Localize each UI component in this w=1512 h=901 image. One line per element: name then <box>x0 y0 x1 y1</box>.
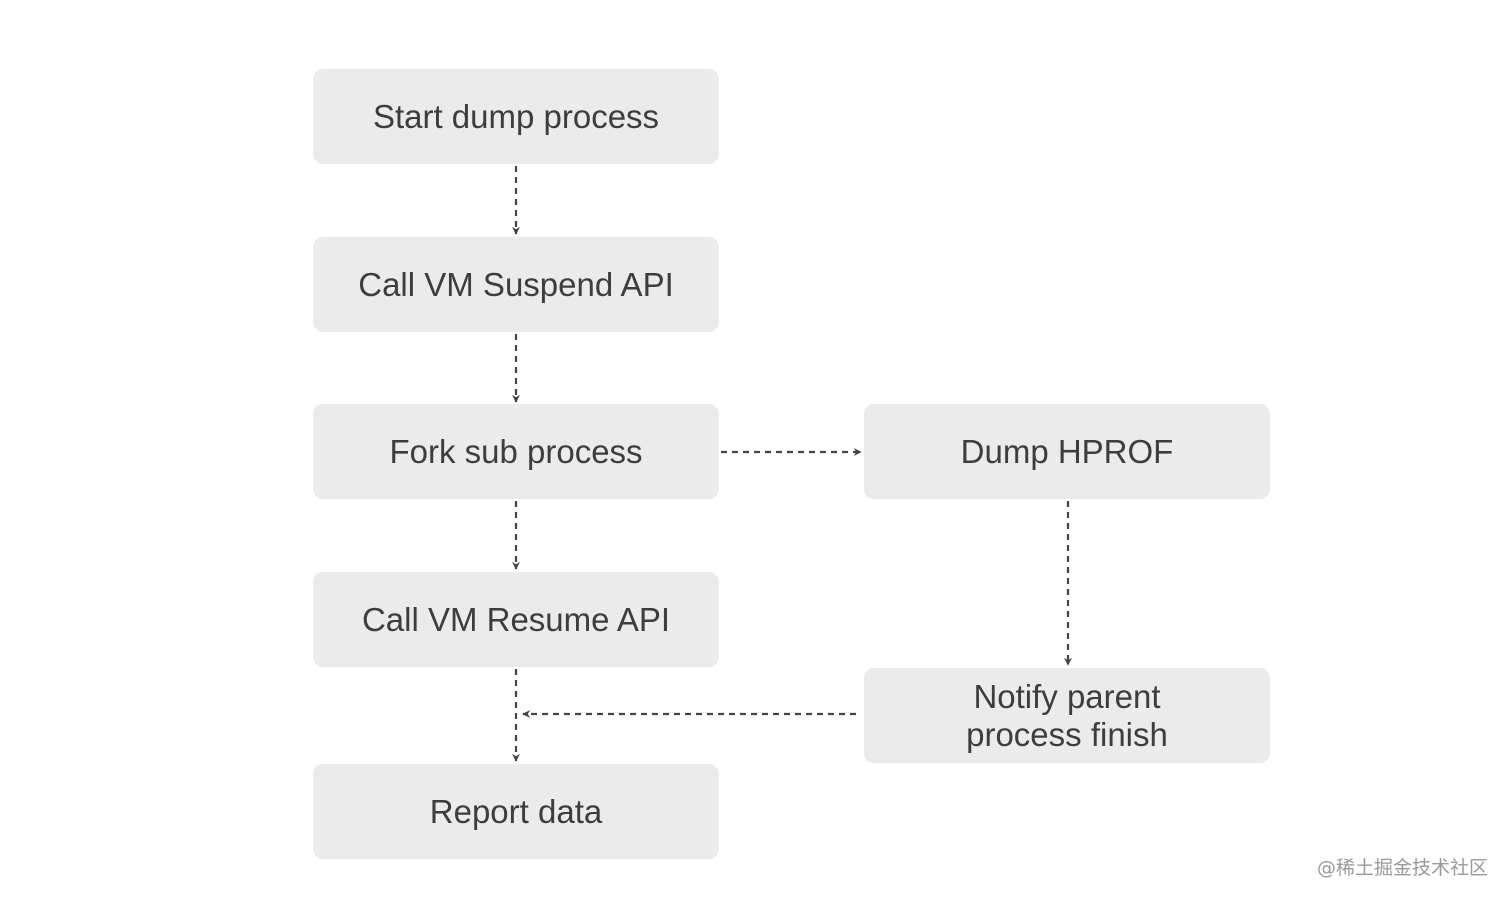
node-call-vm-suspend-api: Call VM Suspend API <box>313 237 719 332</box>
node-report-data: Report data <box>313 764 719 859</box>
node-label: Dump HPROF <box>960 432 1174 470</box>
node-label: Call VM Resume API <box>361 600 671 638</box>
node-start-dump-process: Start dump process <box>313 69 719 164</box>
node-label: Report data <box>429 792 603 830</box>
node-label: Call VM Suspend API <box>358 265 674 303</box>
node-label: Notify parent process finish <box>966 677 1168 753</box>
node-call-vm-resume-api: Call VM Resume API <box>313 572 719 667</box>
watermark: @稀土掘金技术社区 <box>1316 857 1488 879</box>
node-label: Fork sub process <box>389 432 643 470</box>
node-label: Start dump process <box>372 97 660 135</box>
node-fork-sub-process: Fork sub process <box>313 404 719 499</box>
node-dump-hprof: Dump HPROF <box>864 404 1270 499</box>
node-notify-parent-process-finish: Notify parent process finish <box>864 668 1270 763</box>
